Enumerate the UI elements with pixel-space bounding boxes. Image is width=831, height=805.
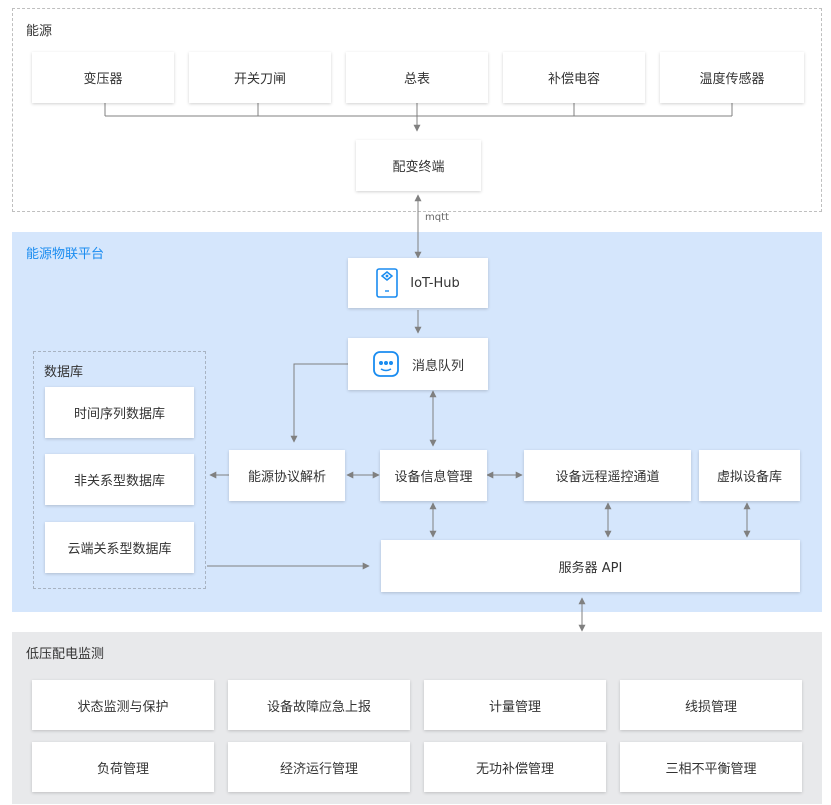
nosql-database: 非关系型数据库 bbox=[45, 454, 194, 505]
message-queue-node: 消息队列 bbox=[348, 338, 488, 390]
device-info-management-node: 设备信息管理 bbox=[380, 450, 487, 501]
monitoring-title: 低压配电监测 bbox=[26, 647, 105, 662]
device-main-meter: 总表 bbox=[346, 52, 488, 103]
iot-hub-icon bbox=[376, 268, 399, 298]
remote-control-channel-node: 设备远程遥控通道 bbox=[524, 450, 691, 501]
iot-hub-label: IoT-Hub bbox=[410, 275, 460, 291]
arrow-queue-protocol bbox=[290, 363, 348, 443]
server-api-node: 服务器 API bbox=[381, 540, 800, 592]
message-queue-icon bbox=[372, 350, 400, 378]
distribution-terminal: 配变终端 bbox=[356, 140, 481, 191]
message-queue-label: 消息队列 bbox=[411, 358, 464, 374]
mqtt-label: mqtt bbox=[425, 212, 449, 223]
function-metering: 计量管理 bbox=[424, 680, 606, 730]
database-title: 数据库 bbox=[44, 365, 84, 380]
device-switch-disconnector: 开关刀闸 bbox=[189, 52, 331, 103]
function-status-monitoring: 状态监测与保护 bbox=[32, 680, 214, 730]
platform-title: 能源物联平台 bbox=[26, 247, 105, 262]
virtual-device-library-node: 虚拟设备库 bbox=[699, 450, 800, 501]
function-reactive-compensation: 无功补偿管理 bbox=[424, 742, 606, 792]
protocol-parsing-node: 能源协议解析 bbox=[229, 450, 345, 501]
iot-hub-node: IoT-Hub bbox=[348, 258, 488, 308]
device-transformer: 变压器 bbox=[32, 52, 174, 103]
energy-title: 能源 bbox=[26, 24, 53, 39]
cloud-relational-database: 云端关系型数据库 bbox=[45, 522, 194, 573]
function-line-loss: 线损管理 bbox=[620, 680, 802, 730]
function-load-management: 负荷管理 bbox=[32, 742, 214, 792]
function-three-phase-balance: 三相不平衡管理 bbox=[620, 742, 802, 792]
database-group bbox=[33, 351, 206, 589]
function-economic-operation: 经济运行管理 bbox=[228, 742, 410, 792]
device-compensation-capacitor: 补偿电容 bbox=[503, 52, 645, 103]
time-series-database: 时间序列数据库 bbox=[45, 387, 194, 438]
device-temperature-sensor: 温度传感器 bbox=[660, 52, 804, 103]
function-fault-reporting: 设备故障应急上报 bbox=[228, 680, 410, 730]
